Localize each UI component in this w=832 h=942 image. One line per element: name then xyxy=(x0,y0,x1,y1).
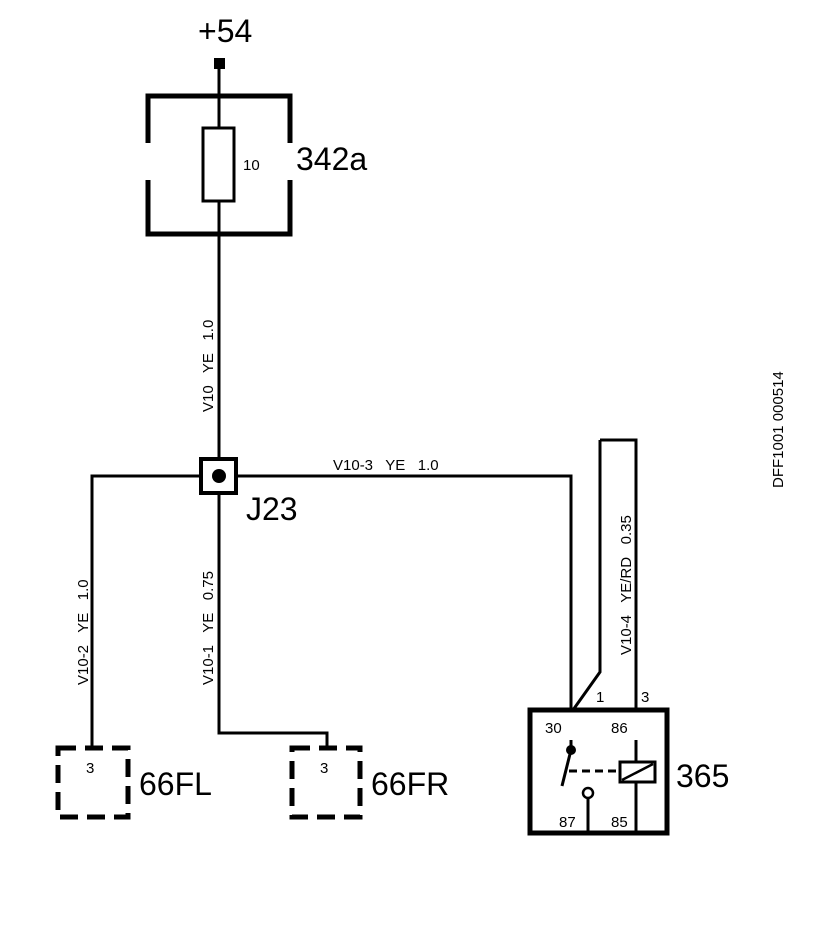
relay-switch-arm xyxy=(560,749,573,787)
power-label: +54 xyxy=(198,13,252,49)
relay-box xyxy=(527,707,670,836)
relay-terminal-3: 3 xyxy=(641,689,649,706)
center-wire-label: V10-1 YE 0.75 xyxy=(200,571,217,685)
fuse-id: 342a xyxy=(296,141,367,177)
center-wire xyxy=(217,493,329,748)
fuse-element xyxy=(201,126,236,203)
left-wire xyxy=(90,474,201,748)
connector-66fl-pin: 3 xyxy=(86,760,94,777)
right-wire xyxy=(236,474,573,710)
relay-pin-30: 30 xyxy=(545,720,562,737)
connector-66fr-id: 66FR xyxy=(371,766,449,802)
connector-66fl-id: 66FL xyxy=(139,766,212,802)
connector-66fr xyxy=(289,745,363,820)
main-wire-label: V10 YE 1.0 xyxy=(200,320,217,412)
junction-dot xyxy=(212,469,226,483)
right-wire-label: V10-3 YE 1.0 xyxy=(333,457,439,474)
document-code: DFF1001 000514 xyxy=(770,371,787,488)
connector-66fl xyxy=(55,745,131,820)
junction-id: J23 xyxy=(246,491,298,527)
relay-pin-85: 85 xyxy=(611,814,628,831)
relay-coil-slash xyxy=(621,762,654,782)
power-terminal xyxy=(214,58,225,69)
relay-pin-87: 87 xyxy=(559,814,576,831)
relay-terminal-1: 1 xyxy=(596,689,604,706)
relay-feed-wire xyxy=(571,438,638,711)
fuse-rating: 10 xyxy=(243,157,260,174)
relay-pin-86: 86 xyxy=(611,720,628,737)
relay-contact-87 xyxy=(581,786,595,800)
connector-66fr-pin: 3 xyxy=(320,760,328,777)
relay-feed-wire-label: V10-4 YE/RD 0.35 xyxy=(618,515,635,655)
relay-id: 365 xyxy=(676,758,729,794)
left-wire-label: V10-2 YE 1.0 xyxy=(75,579,92,685)
